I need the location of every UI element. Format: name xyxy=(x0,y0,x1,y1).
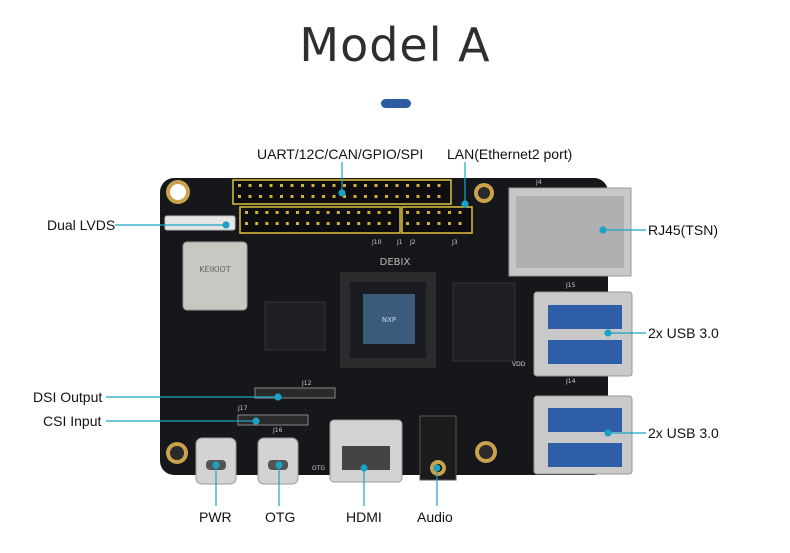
label-hdmi: HDMI xyxy=(346,509,382,525)
label-uart: UART/12C/CAN/GPIO/SPI xyxy=(257,146,424,162)
svg-text:J15: J15 xyxy=(565,282,576,289)
header-pins xyxy=(238,184,462,225)
csi-connector xyxy=(237,414,309,426)
svg-text:OTG: OTG xyxy=(312,465,325,472)
page-title: Model A xyxy=(299,18,491,72)
svg-text:J16: J16 xyxy=(272,427,283,434)
board-logo: DEBIX xyxy=(380,257,411,268)
svg-text:J4: J4 xyxy=(535,179,542,186)
dsi-connector xyxy=(254,387,336,399)
svg-text:NXP: NXP xyxy=(382,316,396,324)
usb-c-otg xyxy=(257,437,299,485)
svg-text:J10: J10 xyxy=(371,239,382,246)
label-dual-lvds: Dual LVDS xyxy=(47,217,116,233)
svg-text:VDD: VDD xyxy=(512,361,526,368)
svg-text:J14: J14 xyxy=(565,378,576,385)
silkscreen-labels: J10 J1 J2 J3 J4 J12 J14 J15 J16 J17 OTG … xyxy=(237,179,576,472)
label-audio: Audio xyxy=(417,509,453,525)
memory-chip xyxy=(264,301,326,351)
rj45-port xyxy=(508,187,632,277)
label-usb-top: 2x USB 3.0 xyxy=(648,325,719,341)
memory-chip xyxy=(452,282,516,362)
label-dsi: DSI Output xyxy=(33,389,103,405)
label-lan: LAN(Ethernet2 port) xyxy=(447,146,573,162)
svg-text:J12: J12 xyxy=(301,380,312,387)
svg-text:J1: J1 xyxy=(396,239,403,246)
svg-text:J17: J17 xyxy=(237,405,248,412)
main-soc: NXP xyxy=(340,272,436,368)
gpio-header xyxy=(232,179,473,234)
usb-port-top xyxy=(533,291,633,377)
leader-lines xyxy=(106,162,646,506)
lvds-connector xyxy=(164,215,236,231)
label-pwr: PWR xyxy=(199,509,232,525)
svg-text:J2: J2 xyxy=(409,239,416,246)
label-rj45: RJ45(TSN) xyxy=(648,222,719,238)
svg-text:J3: J3 xyxy=(451,239,458,246)
svg-text:KEIKIOT: KEIKIOT xyxy=(199,265,231,274)
label-usb-bottom: 2x USB 3.0 xyxy=(648,425,719,441)
hdmi-port xyxy=(329,419,403,483)
label-csi: CSI Input xyxy=(43,413,102,429)
wifi-module: KEIKIOT xyxy=(182,241,248,311)
label-otg: OTG xyxy=(265,509,296,525)
title-accent-bar xyxy=(381,99,411,108)
mounting-holes xyxy=(166,180,497,464)
usb-port-bottom xyxy=(533,395,633,475)
